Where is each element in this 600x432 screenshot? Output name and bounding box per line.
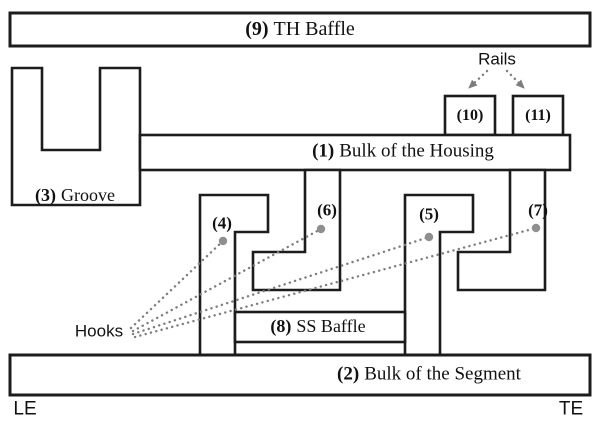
rails-annotation: Rails: [478, 49, 516, 70]
hooks-callout-line-5: [131, 235, 431, 336]
part-number: (1): [312, 140, 335, 162]
hook-dot-6: [316, 224, 326, 234]
rail-11-shape: [511, 94, 565, 137]
hooks-callout-line-7: [133, 226, 538, 339]
part-text: SS Baffle: [296, 316, 366, 337]
annotation-text: Hooks: [74, 321, 124, 341]
part-text: Bulk of the Segment: [364, 363, 521, 385]
label-hook-7: (7): [528, 200, 548, 221]
part-number: (8): [270, 316, 292, 337]
annotation-text: TE: [558, 398, 584, 420]
label-housing-bulk: (1)Bulk of the Housing: [312, 140, 494, 163]
part-number: (10): [456, 107, 484, 125]
leading-edge-label: LE: [13, 398, 37, 421]
rail-10-shape: [443, 94, 497, 137]
part-number: (5): [419, 204, 439, 224]
part-number: (9): [245, 18, 269, 40]
label-groove: (3)Groove: [35, 185, 115, 206]
part-number: (11): [525, 107, 551, 125]
part-number: (2): [337, 363, 360, 385]
label-hook-4: (4): [212, 213, 232, 234]
part-text: Bulk of the Housing: [339, 140, 494, 162]
segment-bar-shape: [8, 353, 592, 397]
th-baffle-shape: [8, 11, 592, 48]
part-number: (4): [212, 213, 232, 233]
housing-hook-left-shape: [251, 168, 342, 292]
annotation-text: LE: [13, 398, 37, 420]
hook-dot-7: [531, 223, 541, 233]
housing-hook-right-shape: [456, 168, 547, 292]
trailing-edge-label: TE: [558, 398, 584, 421]
rails-arrow-left: [467, 69, 489, 90]
housing-bar-shape: [138, 133, 572, 172]
part-text: Groove: [61, 185, 115, 206]
annotation-text: Rails: [478, 49, 516, 69]
hooks-annotation: Hooks: [74, 321, 124, 342]
label-rail-10: (10): [457, 107, 484, 125]
rails-arrow-right: [505, 69, 526, 90]
hook-dot-5: [424, 232, 434, 242]
part-number: (3): [35, 185, 57, 206]
hooks-callout-line-4: [129, 239, 225, 330]
label-segment-bulk: (2)Bulk of the Segment: [337, 363, 521, 386]
ss-baffle-shape: [233, 310, 407, 344]
label-hook-5: (5): [419, 204, 439, 225]
part-text: TH Baffle: [273, 18, 355, 40]
hook-dot-4: [218, 236, 228, 246]
part-number: (6): [317, 200, 337, 220]
part-number: (7): [528, 200, 548, 220]
label-rail-11: (11): [525, 107, 551, 125]
label-th-baffle: (9)TH Baffle: [245, 18, 355, 40]
label-hook-6: (6): [317, 200, 337, 221]
label-ss-baffle: (8)SS Baffle: [270, 316, 366, 337]
groove-shape: [10, 66, 142, 207]
